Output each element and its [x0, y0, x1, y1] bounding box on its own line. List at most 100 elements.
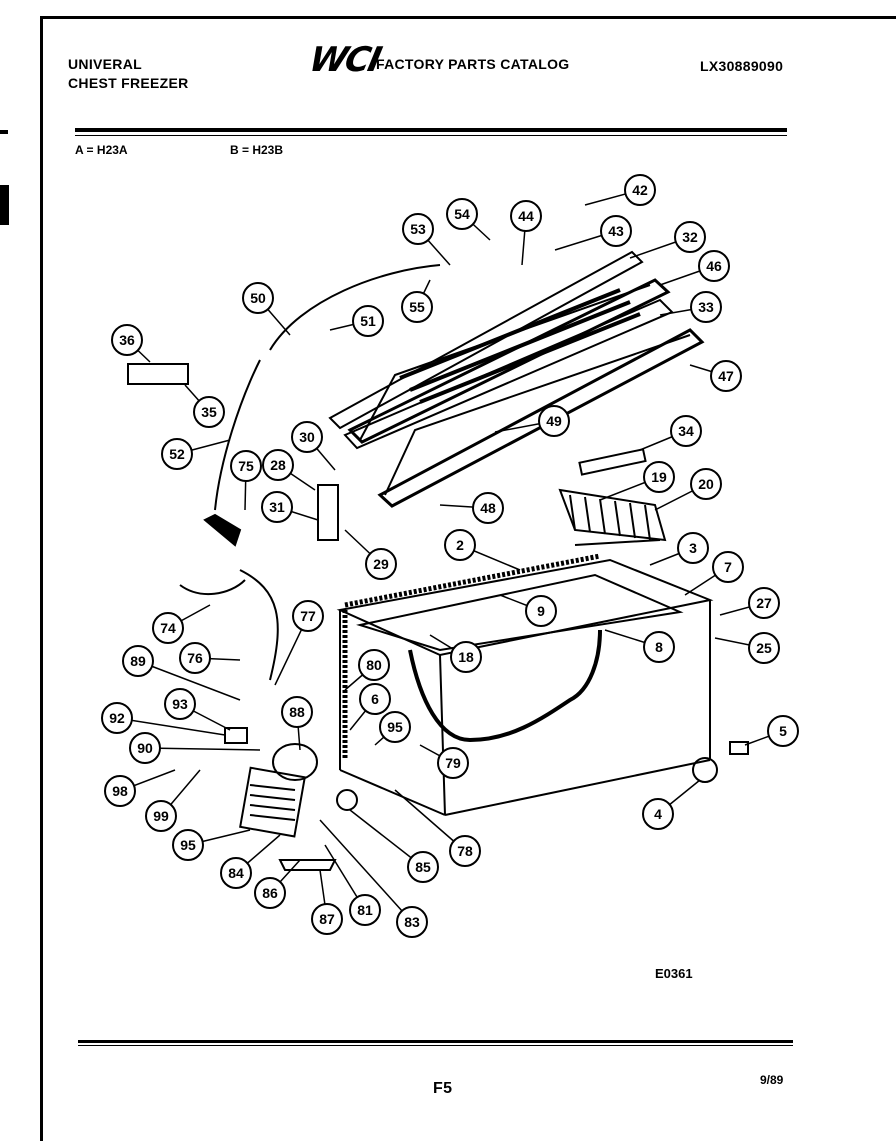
callout-19: 19: [643, 461, 675, 493]
callout-circle: [164, 688, 196, 720]
callout-circle: [510, 200, 542, 232]
callout-49: 49: [538, 405, 570, 437]
callout-93: 93: [164, 688, 196, 720]
callout-circle: [450, 641, 482, 673]
callout-label: 93: [172, 696, 188, 712]
footer-date: 9/89: [760, 1073, 784, 1087]
callout-20: 20: [690, 468, 722, 500]
callout-label: 4: [654, 806, 662, 822]
callout-circle: [254, 877, 286, 909]
callout-circle: [401, 291, 433, 323]
callout-8: 8: [643, 631, 675, 663]
header-rule-thin: [75, 135, 787, 136]
callout-label: 50: [250, 290, 266, 306]
callout-leader-89: [137, 660, 241, 701]
callout-label: 32: [682, 229, 698, 245]
callout-circle: [152, 612, 184, 644]
callout-circle: [677, 532, 709, 564]
callout-circle: [365, 548, 397, 580]
callout-circle: [472, 492, 504, 524]
callout-label: 49: [546, 413, 562, 429]
callout-label: 2: [456, 537, 464, 553]
callout-label: 55: [409, 299, 425, 315]
scan-mark: [0, 130, 8, 134]
callout-84: 84: [220, 857, 252, 889]
callout-circle: [129, 732, 161, 764]
callout-label: 84: [228, 865, 244, 881]
callout-circle: [359, 683, 391, 715]
callout-circle: [396, 906, 428, 938]
callout-86: 86: [254, 877, 286, 909]
callout-circle: [712, 551, 744, 583]
callout-label: 30: [299, 429, 315, 445]
callout-circle: [698, 250, 730, 282]
callout-label: 79: [445, 755, 461, 771]
callout-circle: [748, 587, 780, 619]
legend-b: B = H23B: [230, 143, 284, 157]
callout-89: 89: [122, 645, 154, 677]
callout-leader-83: [319, 819, 413, 923]
callout-circle: [281, 696, 313, 728]
callout-83: 83: [396, 906, 428, 938]
callout-29: 29: [365, 548, 397, 580]
callout-85: 85: [407, 851, 439, 883]
callout-circle: [230, 450, 262, 482]
callout-circle: [748, 632, 780, 664]
callout-53: 53: [402, 213, 434, 245]
callout-35: 35: [193, 396, 225, 428]
callout-46: 46: [698, 250, 730, 282]
callout-52: 52: [161, 438, 193, 470]
callout-circle: [220, 857, 252, 889]
callout-80: 80: [358, 649, 390, 681]
callout-92: 92: [101, 702, 133, 734]
callout-28: 28: [262, 449, 294, 481]
callout-circle: [767, 715, 799, 747]
callout-label: 48: [480, 500, 496, 516]
callout-79: 79: [437, 747, 469, 779]
callout-circle: [291, 421, 323, 453]
callout-43: 43: [600, 215, 632, 247]
callout-label: 36: [119, 332, 135, 348]
basket: [558, 488, 667, 546]
callout-circle: [111, 324, 143, 356]
callout-36: 36: [111, 324, 143, 356]
callout-circle: [624, 174, 656, 206]
callout-label: 5: [779, 723, 787, 739]
callout-circle: [710, 360, 742, 392]
callout-27: 27: [748, 587, 780, 619]
callout-circle: [670, 415, 702, 447]
callout-circle: [145, 800, 177, 832]
callout-label: 76: [187, 650, 203, 666]
callout-label: 83: [404, 914, 420, 930]
callout-circle: [193, 396, 225, 428]
callout-circle: [122, 645, 154, 677]
callout-label: 44: [518, 208, 534, 224]
callout-leader-92: [116, 717, 226, 736]
callout-label: 78: [457, 843, 473, 859]
callout-5: 5: [767, 715, 799, 747]
callout-99: 99: [145, 800, 177, 832]
callout-7: 7: [712, 551, 744, 583]
callout-label: 29: [373, 556, 389, 572]
callout-label: 99: [153, 808, 169, 824]
callout-label: 98: [112, 783, 128, 799]
callout-label: 8: [655, 639, 663, 655]
callout-label: 75: [238, 458, 254, 474]
callout-44: 44: [510, 200, 542, 232]
callout-circle: [101, 702, 133, 734]
callout-95: 95: [379, 711, 411, 743]
callout-label: 90: [137, 740, 153, 756]
callout-label: 89: [130, 653, 146, 669]
callout-label: 86: [262, 885, 278, 901]
callout-18: 18: [450, 641, 482, 673]
callout-47: 47: [710, 360, 742, 392]
callout-4: 4: [642, 798, 674, 830]
callout-label: 81: [357, 902, 373, 918]
callout-2: 2: [444, 529, 476, 561]
brand-line2: CHEST FREEZER: [68, 75, 189, 91]
callout-label: 87: [319, 911, 335, 927]
callout-circle: [161, 438, 193, 470]
callout-label: 88: [289, 704, 305, 720]
callout-label: 42: [632, 182, 648, 198]
callout-label: 80: [366, 657, 382, 673]
